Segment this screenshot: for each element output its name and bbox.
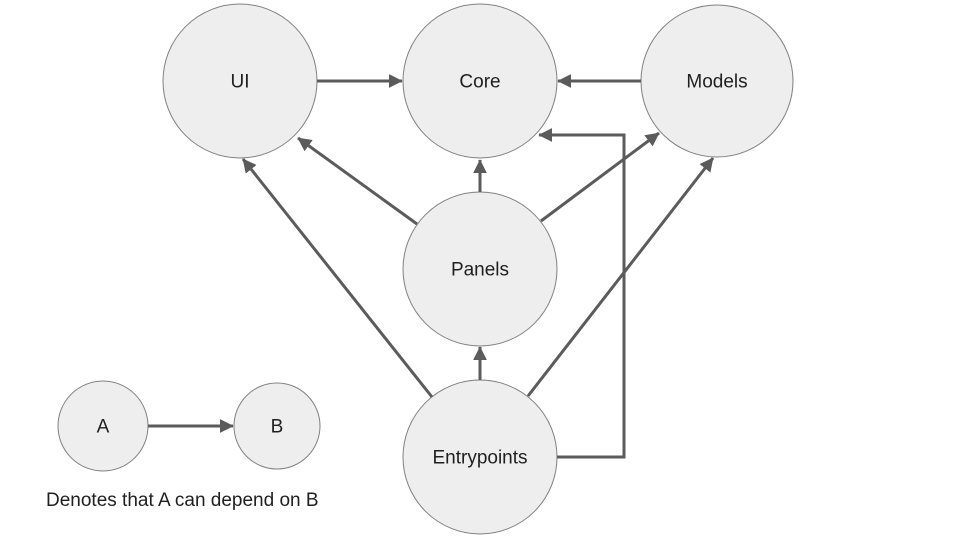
edge-panels-to-ui bbox=[297, 136, 418, 226]
node-entrypoints: Entrypoints bbox=[402, 379, 558, 535]
node-core: Core bbox=[402, 3, 558, 159]
node-panels: Panels bbox=[402, 191, 558, 347]
node-models-label: Models bbox=[686, 72, 747, 93]
node-ui-label: UI bbox=[231, 72, 250, 93]
node-b-label: B bbox=[271, 417, 284, 438]
node-a-label: A bbox=[97, 417, 110, 438]
node-a: A bbox=[57, 380, 149, 472]
node-panels-label: Panels bbox=[451, 260, 509, 281]
edge-panels-to-models bbox=[540, 131, 660, 223]
edge-entrypoints-to-core bbox=[538, 128, 626, 459]
node-b: B bbox=[233, 382, 321, 470]
edge-layer bbox=[148, 74, 715, 459]
edge-entrypoints-to-models bbox=[526, 157, 715, 397]
node-ui: UI bbox=[162, 3, 318, 159]
node-models: Models bbox=[640, 4, 794, 158]
legend-caption: Denotes that A can depend on B bbox=[46, 490, 319, 511]
edge-entrypoints-to-ui bbox=[241, 158, 434, 398]
node-b-circle bbox=[233, 382, 321, 470]
node-entrypoints-label: Entrypoints bbox=[432, 448, 527, 469]
node-core-label: Core bbox=[459, 72, 500, 93]
node-core-circle bbox=[402, 3, 558, 159]
